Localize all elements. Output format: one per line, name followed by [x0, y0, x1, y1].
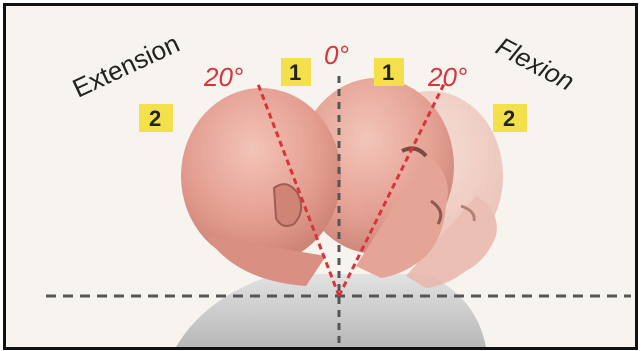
angle-center-label: 0° [324, 40, 349, 70]
zone-box-2-right: 2 [493, 104, 527, 132]
shoulders-shape [176, 274, 486, 347]
neck-motion-diagram: Extension Flexion 20° 0° 20° 1 1 2 2 [46, 28, 631, 347]
angle-left-label: 20° [203, 62, 243, 92]
extended-head [181, 88, 341, 286]
ear-shape [272, 183, 303, 227]
svg-text:1: 1 [289, 60, 301, 85]
zone-box-1-right: 1 [374, 58, 404, 86]
svg-text:1: 1 [382, 60, 394, 85]
angle-right-label: 20° [427, 62, 467, 92]
svg-text:2: 2 [149, 106, 161, 131]
zone-box-1-left: 1 [281, 58, 311, 86]
extension-angle-line [256, 83, 341, 297]
extension-label: Extension [68, 28, 184, 103]
zone-box-2-left: 2 [139, 104, 173, 132]
svg-text:2: 2 [503, 106, 515, 131]
flexion-label: Flexion [491, 31, 579, 97]
diagram-frame: Extension Flexion 20° 0° 20° 1 1 2 2 [3, 3, 638, 350]
neutral-head [298, 78, 454, 278]
